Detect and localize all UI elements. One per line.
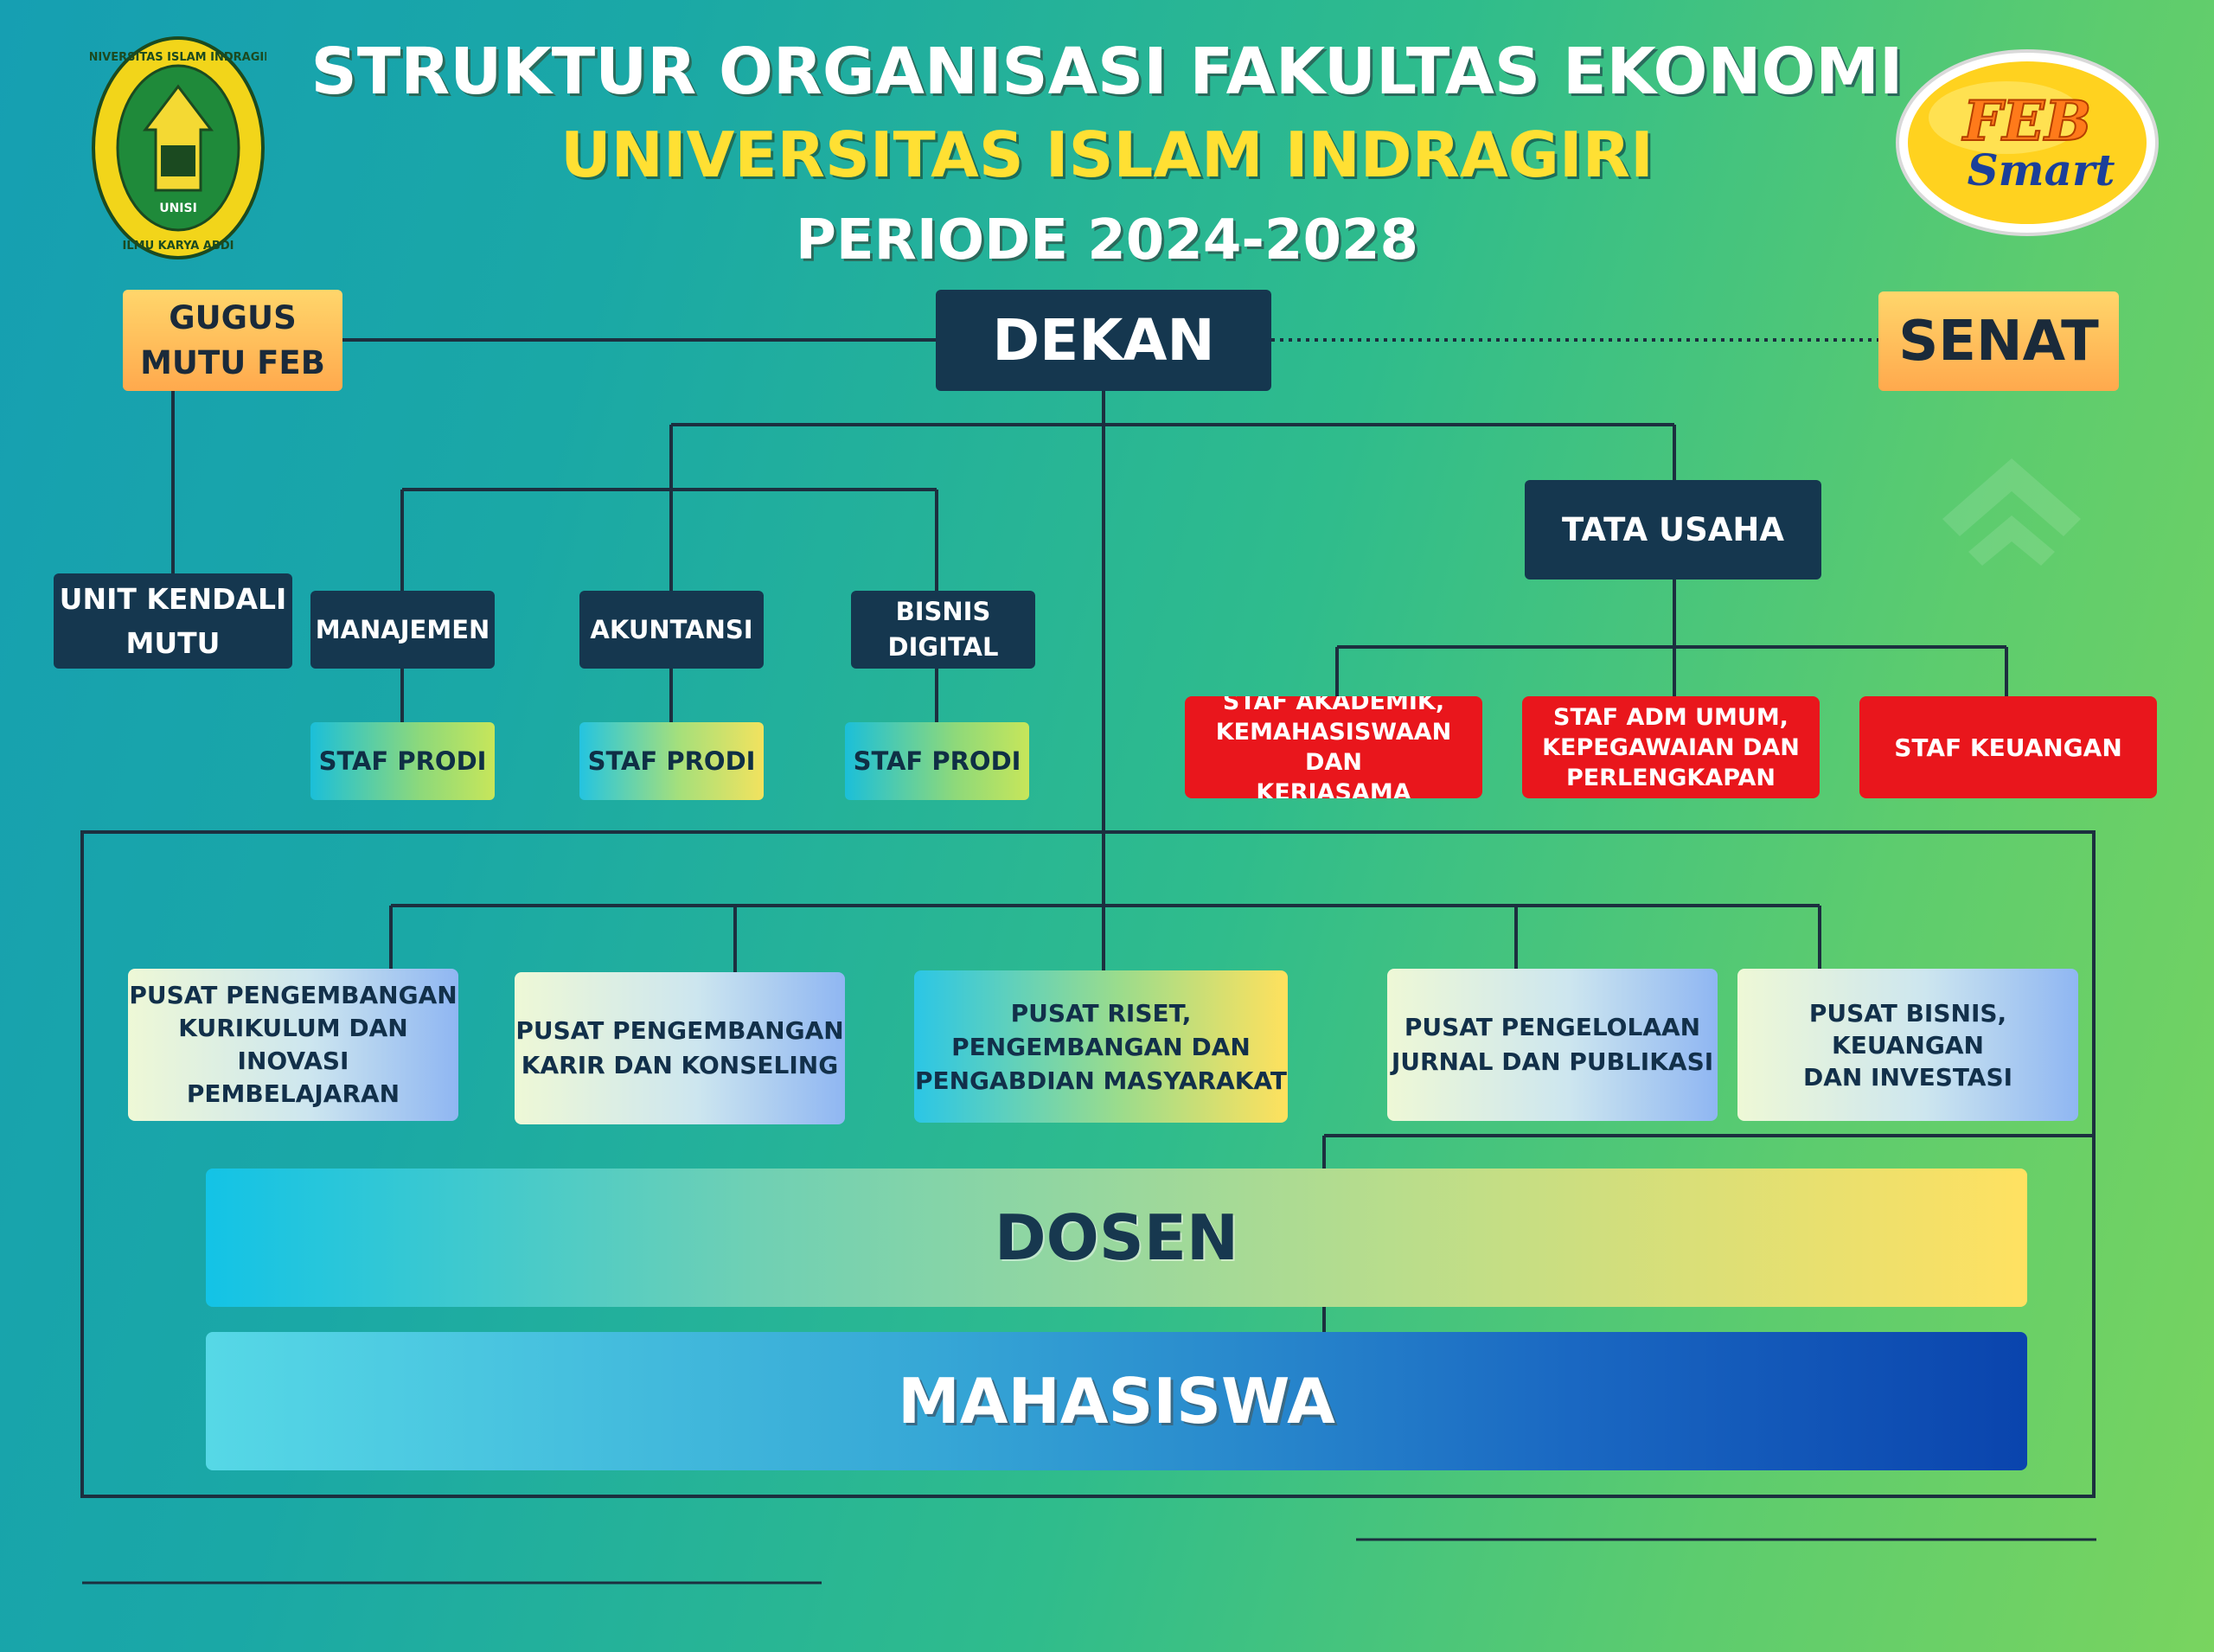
- unit-kendali-mutu-box: UNIT KENDALI MUTU: [54, 573, 292, 669]
- dosen-band: DOSEN: [206, 1169, 2027, 1307]
- senat-box: SENAT: [1878, 291, 2119, 391]
- staf-prodi-manajemen-box: STAF PRODI: [310, 722, 495, 800]
- pusat-karir-box: PUSAT PENGEMBANGAN KARIR DAN KONSELING: [515, 972, 845, 1124]
- staf-adm-umum-box: STAF ADM UMUM, KEPEGAWAIAN DAN PERLENGKA…: [1522, 696, 1820, 798]
- pusat-jurnal-box: PUSAT PENGELOLAAN JURNAL DAN PUBLIKASI: [1387, 969, 1718, 1121]
- decorative-chevron-icon: [1942, 458, 2081, 566]
- pusat-kurikulum-box: PUSAT PENGEMBANGAN KURIKULUM DAN INOVASI…: [128, 969, 458, 1121]
- outer-frame: [80, 830, 2096, 1498]
- dekan-box: DEKAN: [936, 290, 1271, 391]
- bisnis-digital-box: BISNIS DIGITAL: [851, 591, 1035, 669]
- staf-akademik-box: STAF AKADEMIK, KEMAHASISWAAN DAN KERJASA…: [1185, 696, 1482, 798]
- tata-usaha-box: TATA USAHA: [1525, 480, 1821, 579]
- mahasiswa-band: MAHASISWA: [206, 1332, 2027, 1470]
- period-label: PERIODE 2024-2028: [795, 208, 1419, 272]
- gugus-mutu-box: GUGUS MUTU FEB: [123, 290, 342, 391]
- university-seal-logo: UNISI UNIVERSITAS ISLAM INDRAGIRI ILMU K…: [90, 36, 266, 259]
- page-title: STRUKTUR ORGANISASI FAKULTAS EKONOMI: [310, 35, 1904, 109]
- feb-logo-text: FEB: [1961, 89, 2091, 154]
- seal-bottom-text: ILMU KARYA ABDI: [123, 240, 234, 253]
- seal-top-text: UNIVERSITAS ISLAM INDRAGIRI: [90, 51, 266, 64]
- feb-smart-logo: FEB Smart: [1896, 49, 2159, 236]
- manajemen-box: MANAJEMEN: [310, 591, 495, 669]
- pusat-riset-box: PUSAT RISET, PENGEMBANGAN DAN PENGABDIAN…: [914, 970, 1288, 1123]
- akuntansi-box: AKUNTANSI: [579, 591, 764, 669]
- seal-inner-text: UNISI: [159, 202, 197, 215]
- pusat-bisnis-box: PUSAT BISNIS, KEUANGAN DAN INVESTASI: [1737, 969, 2078, 1121]
- staf-prodi-bisnis-digital-box: STAF PRODI: [845, 722, 1029, 800]
- staf-prodi-akuntansi-box: STAF PRODI: [579, 722, 764, 800]
- university-name: UNIVERSITAS ISLAM INDRAGIRI: [560, 118, 1654, 191]
- staf-keuangan-box: STAF KEUANGAN: [1859, 696, 2157, 798]
- smart-logo-text: Smart: [1968, 144, 2115, 195]
